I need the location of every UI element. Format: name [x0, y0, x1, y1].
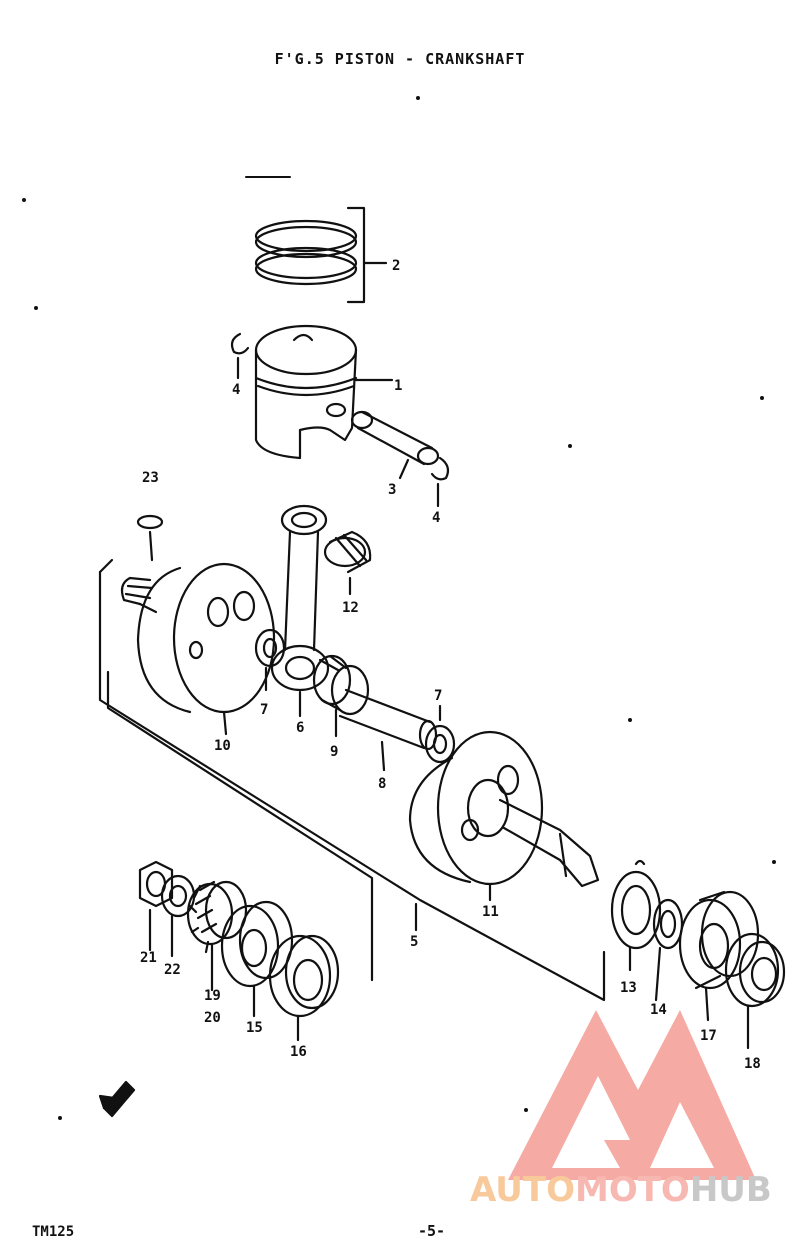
- callout-6: 6: [296, 720, 304, 736]
- left-main-bearing: [220, 900, 294, 1018]
- diagram-title: F'G.5 PISTON - CRANKSHAFT: [274, 50, 526, 68]
- callout-22: 22: [164, 962, 181, 978]
- callout-21: 21: [140, 950, 157, 966]
- callout-3: 3: [388, 482, 396, 498]
- crank-key: [136, 514, 164, 562]
- piston-rings: [254, 206, 388, 304]
- watermark-auto: AUTO: [470, 1170, 575, 1210]
- model-label: TM125: [32, 1224, 75, 1240]
- callout-4a: 4: [232, 382, 240, 398]
- page-number: -5-: [418, 1222, 446, 1240]
- callout-16: 16: [290, 1044, 307, 1060]
- callout-12: 12: [342, 600, 359, 616]
- callout-10: 10: [214, 738, 231, 754]
- automotohub-watermark: AUTOMOTOHUB: [470, 1170, 772, 1210]
- callout-18: 18: [744, 1056, 761, 1072]
- crank-nut: [138, 860, 174, 952]
- callout-13: 13: [620, 980, 637, 996]
- callout-7b: 7: [434, 688, 442, 704]
- callout-17: 17: [700, 1028, 717, 1044]
- callout-1: 1: [394, 378, 402, 394]
- crank-shim: [610, 859, 662, 972]
- callout-7a: 7: [260, 702, 268, 718]
- left-oil-seal: [268, 934, 340, 1042]
- callout-8: 8: [378, 776, 386, 792]
- crank-pin: [338, 688, 438, 772]
- piston-pin: [350, 410, 440, 480]
- small-end-bearing: [323, 530, 372, 596]
- primary-drive-gear: [186, 880, 248, 992]
- lower-assembly-bracket: [106, 670, 374, 982]
- piston-pin-circlips: [230, 332, 450, 508]
- right-crank-web: [408, 730, 600, 902]
- callout-11: 11: [482, 904, 499, 920]
- automotohub-logo-icon: [508, 1010, 756, 1180]
- callout-20: 20: [204, 1010, 221, 1026]
- callout-2: 2: [392, 258, 400, 274]
- callout-labels: 1 2 3 4 4 5 6 7 7 8 9 10 11 12 13 14 15 …: [140, 258, 761, 1072]
- connecting-rod: [270, 504, 330, 718]
- callout-5: 5: [410, 934, 418, 950]
- left-crank-web: [120, 562, 276, 736]
- scan-specks: [22, 96, 776, 1120]
- watermark-hub: HUB: [689, 1170, 772, 1210]
- callout-19: 19: [204, 988, 221, 1004]
- callout-9: 9: [330, 744, 338, 760]
- callout-15: 15: [246, 1020, 263, 1036]
- watermark-moto: MOTO: [574, 1170, 690, 1210]
- callout-14: 14: [650, 1002, 667, 1018]
- big-end-bearing: [312, 654, 370, 738]
- right-outer-seal: [724, 932, 786, 1050]
- piston: [254, 324, 394, 460]
- right-oil-seal: [652, 898, 684, 1002]
- right-main-bearing: [678, 890, 760, 1022]
- front-arrow-icon: [98, 1080, 136, 1118]
- callout-23: 23: [142, 470, 159, 486]
- crank-nut-washer: [160, 874, 196, 958]
- callout-4b: 4: [432, 510, 440, 526]
- crankshaft-assembly-bracket: [98, 558, 606, 1002]
